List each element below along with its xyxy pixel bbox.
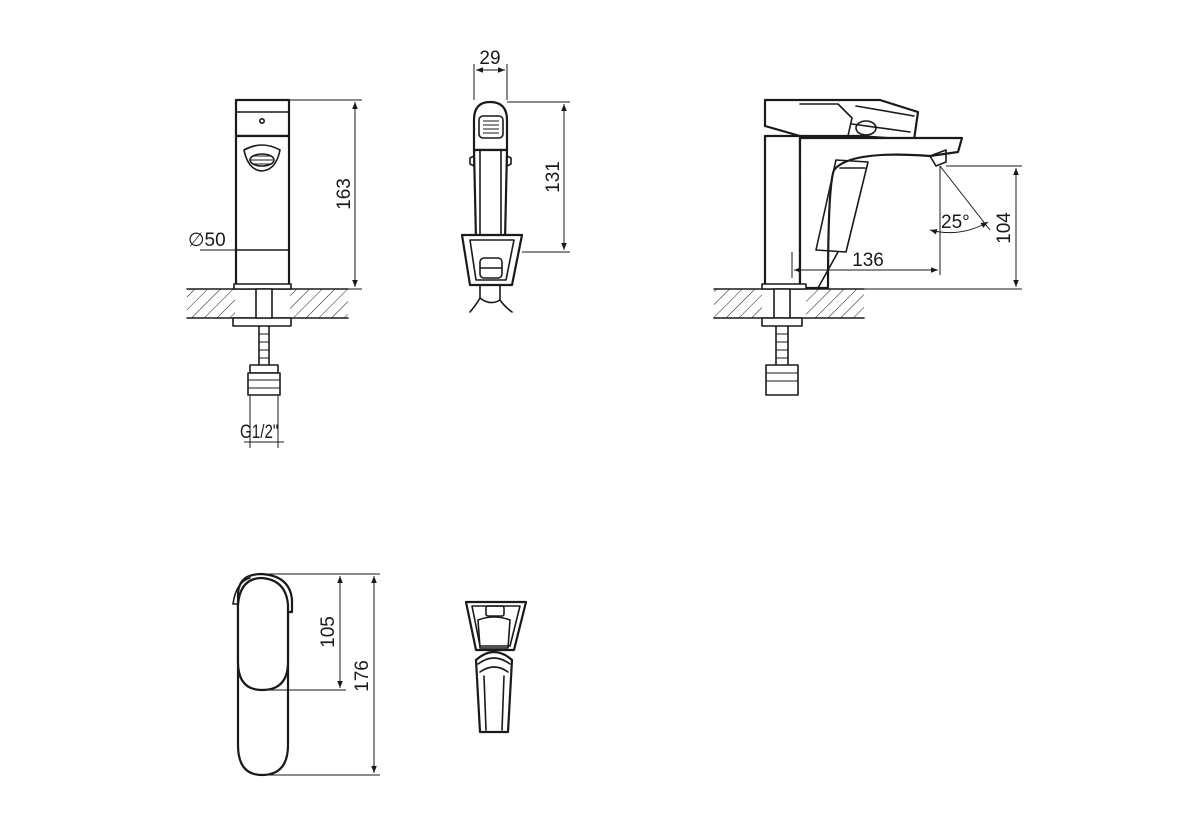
back-base (464, 600, 528, 652)
front-mount-nut (232, 317, 292, 327)
dim-diameter-base: ∅50 (188, 230, 226, 251)
profile-hatch-left (714, 289, 762, 318)
profile-body (763, 134, 802, 290)
front-view: 163 ∅50 G1/2" (186, 98, 362, 448)
profile-hatch-right (806, 289, 864, 318)
countertop-hatch-right (290, 289, 348, 318)
side-view: 29 131 (460, 48, 570, 313)
dim-reach-spout: 136 (852, 250, 884, 271)
profile-connector (765, 364, 799, 396)
front-handle (234, 98, 291, 138)
front-aerator (243, 144, 281, 172)
dim-handle-length: 105 (318, 616, 339, 648)
dim-height-side: 131 (543, 161, 564, 193)
front-body (234, 134, 291, 290)
front-connector (249, 364, 279, 374)
countertop-hatch-left (187, 289, 235, 318)
dim-angle-spout: 25° (941, 212, 970, 233)
top-view: 105 176 (232, 572, 380, 777)
dim-depth-top: 176 (352, 660, 373, 692)
dim-height-front: 163 (334, 178, 355, 210)
back-view (464, 600, 528, 734)
dim-height-spout: 104 (994, 212, 1015, 244)
dim-thread: G1/2" (240, 420, 278, 442)
profile-lever (763, 98, 920, 142)
side-body (472, 148, 509, 242)
top-handle-outline (236, 576, 290, 692)
dim-width-side: 29 (479, 48, 500, 69)
back-body (474, 650, 514, 734)
profile-view: 25° 136 104 (713, 98, 1022, 396)
